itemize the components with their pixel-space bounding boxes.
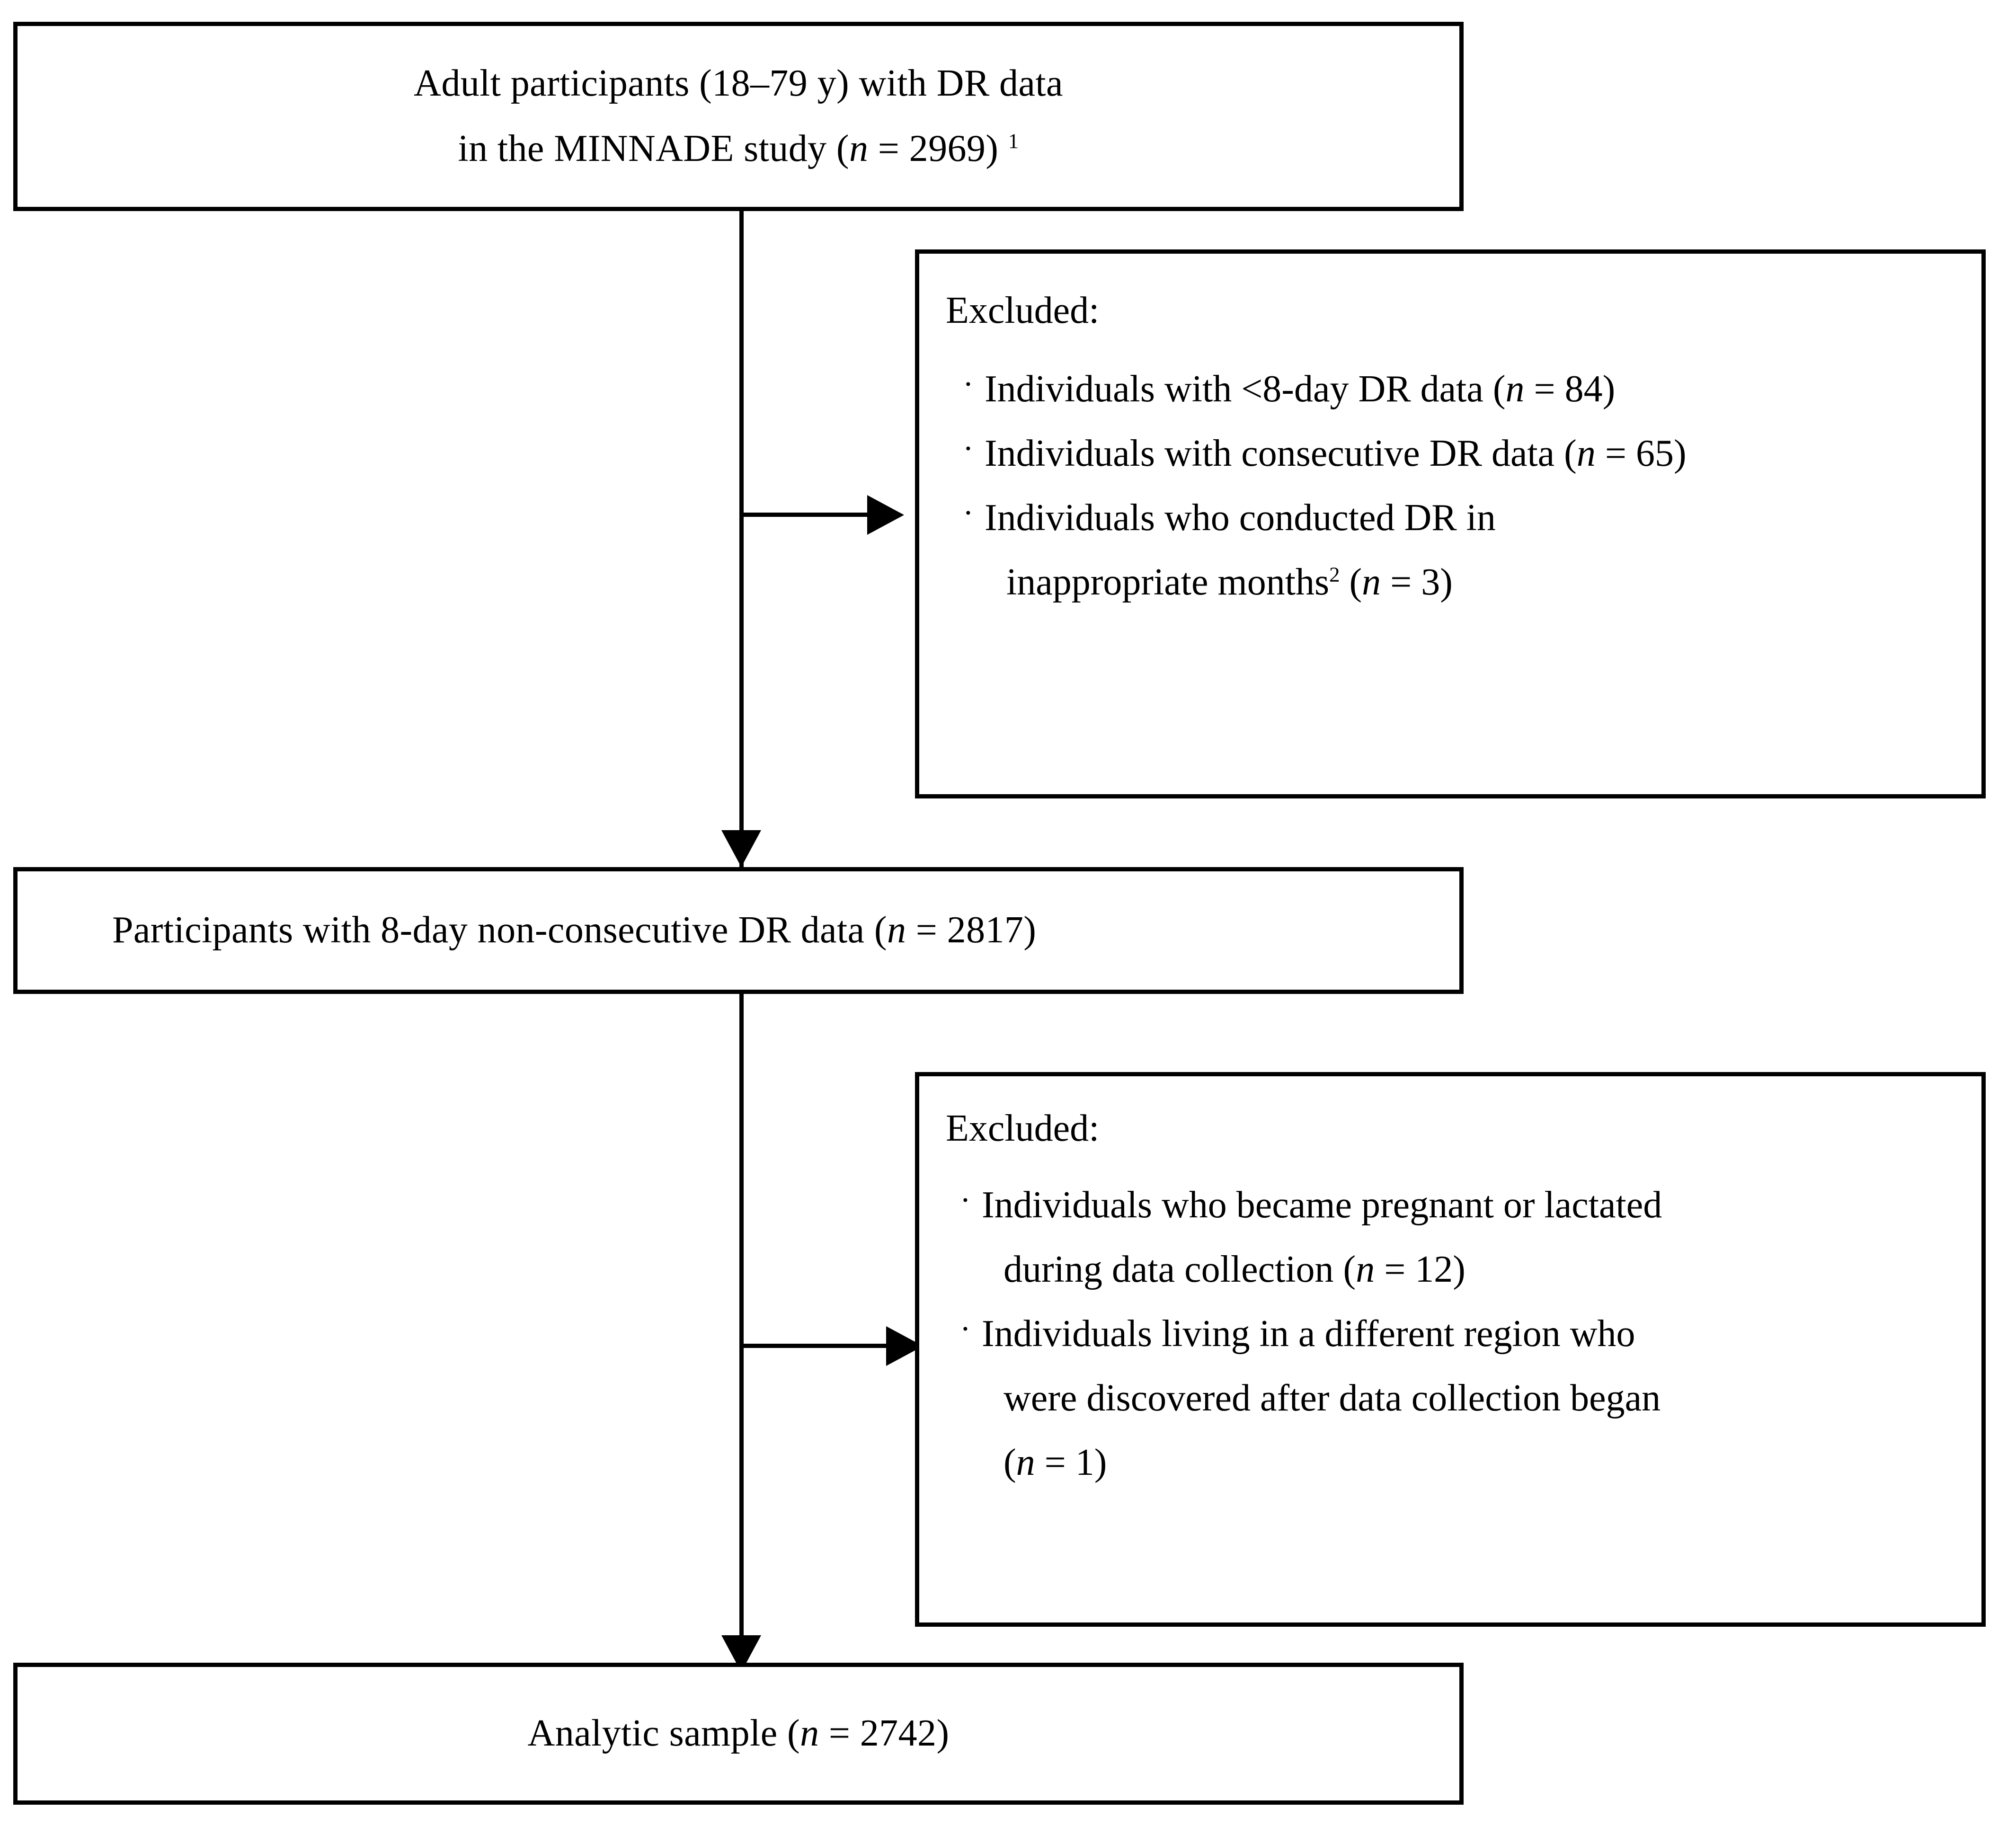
connector-vertical-main-upper — [739, 211, 744, 867]
connector-horizontal-to-excluded-2 — [739, 1344, 886, 1348]
bullet-dot-icon: · — [960, 1182, 971, 1218]
excluded-1-bullet-1-italic-n: n — [1505, 368, 1525, 410]
intermediate-italic-n: n — [887, 909, 906, 951]
excluded-2-bullet-list: · Individuals who became pregnant or lac… — [946, 1173, 1662, 1495]
excluded-1-bullet-2-suffix: = 65) — [1595, 433, 1687, 474]
excluded-2-b1-l2-italic-n: n — [1356, 1249, 1375, 1290]
excluded-1-cont-mid: ( — [1340, 561, 1362, 603]
excluded-1-bullet-1-prefix: Individuals with <8-day DR data ( — [985, 368, 1506, 410]
excluded-2-bullet-2-line-3: (n = 1) — [960, 1430, 1662, 1495]
intermediate-suffix: = 2817) — [906, 909, 1037, 951]
source-population-box: Adult participants (18–79 y) with DR dat… — [13, 22, 1464, 211]
excluded-box-2: Excluded: · Individuals who became pregn… — [915, 1072, 1986, 1627]
excluded-2-heading: Excluded: — [946, 1108, 1100, 1149]
intermediate-sample-box: Participants with 8-day non-consecutive … — [13, 867, 1464, 994]
source-footnote-marker: 1 — [1008, 129, 1019, 153]
excluded-1-bullet-3-prefix: Individuals who conducted DR in — [985, 497, 1496, 539]
excluded-2-bullet-2-line-2: were discovered after data collection be… — [1004, 1377, 1661, 1419]
excluded-2-b1-l2-prefix: during data collection ( — [1004, 1249, 1356, 1290]
analytic-sample-box: Analytic sample (n = 2742) — [13, 1663, 1464, 1805]
excluded-1-bullet-1-suffix: = 84) — [1524, 368, 1616, 410]
analytic-sample-text: Analytic sample (n = 2742) — [528, 1701, 950, 1766]
bullet-dot-icon: · — [960, 1311, 971, 1347]
list-item: · Individuals who became pregnant or lac… — [960, 1173, 1662, 1237]
analytic-italic-n: n — [800, 1712, 819, 1755]
list-item: · Individuals with consecutive DR data (… — [963, 421, 1687, 486]
excluded-1-bullet-list: · Individuals with <8-day DR data (n = 8… — [946, 357, 1687, 614]
excluded-2-b1-l2-suffix: = 12) — [1375, 1249, 1465, 1290]
source-line2-prefix: in the MINNADE study ( — [458, 128, 849, 169]
excluded-1-cont-suffix: = 3) — [1381, 561, 1453, 603]
excluded-1-bullet-1-text: Individuals with <8-day DR data (n = 84) — [985, 357, 1615, 421]
excluded-1-cont-italic-n: n — [1362, 561, 1381, 603]
source-population-line-2: in the MINNADE study (n = 2969) 1 — [458, 116, 1019, 182]
intermediate-sample-text: Participants with 8-day non-consecutive … — [112, 898, 1036, 963]
excluded-box-1: Excluded: · Individuals with <8-day DR d… — [915, 249, 1986, 798]
excluded-1-cont-footnote-marker: 2 — [1329, 562, 1340, 586]
list-item: · Individuals who conducted DR in — [963, 486, 1687, 550]
excluded-1-bullet-2-prefix: Individuals with consecutive DR data ( — [985, 433, 1577, 474]
connector-vertical-main-lower — [739, 994, 744, 1673]
connector-horizontal-to-excluded-1 — [739, 513, 867, 517]
arrowhead-down-intermediate — [721, 830, 761, 867]
bullet-dot-icon: · — [963, 430, 974, 466]
excluded-1-cont-prefix: inappropriate months — [1006, 561, 1330, 603]
excluded-1-bullet-2-italic-n: n — [1576, 433, 1596, 474]
analytic-suffix: = 2742) — [819, 1712, 950, 1755]
bullet-dot-icon: · — [963, 495, 974, 531]
intermediate-prefix: Participants with 8-day non-consecutive … — [112, 909, 887, 951]
source-population-line-1: Adult participants (18–79 y) with DR dat… — [414, 62, 1063, 105]
excluded-2-bullet-1-line-2: during data collection (n = 12) — [960, 1237, 1662, 1302]
bullet-dot-icon: · — [963, 366, 974, 402]
excluded-1-bullet-2-text: Individuals with consecutive DR data (n … — [985, 421, 1687, 486]
excluded-2-bullet-2-line-1: Individuals living in a different region… — [982, 1313, 1635, 1355]
excluded-1-bullet-3-continuation: inappropriate months2 (n = 3) — [963, 550, 1687, 614]
list-item: · Individuals with <8-day DR data (n = 8… — [963, 357, 1687, 421]
excluded-2-bullet-1-line-1: Individuals who became pregnant or lacta… — [982, 1184, 1662, 1226]
excluded-2-b2-l3-prefix: ( — [1004, 1442, 1016, 1483]
source-line2-suffix: = 2969) — [868, 128, 999, 169]
source-line2-italic-n: n — [849, 128, 869, 169]
excluded-1-bullet-3-text: Individuals who conducted DR in — [985, 486, 1496, 550]
excluded-2-b2-l3-suffix: = 1) — [1035, 1442, 1107, 1483]
list-item: · Individuals living in a different regi… — [960, 1302, 1662, 1366]
excluded-2-b2-l3-italic-n: n — [1016, 1442, 1035, 1483]
arrowhead-right-excluded-1 — [867, 495, 904, 535]
analytic-prefix: Analytic sample ( — [527, 1712, 800, 1755]
excluded-1-heading: Excluded: — [946, 290, 1100, 331]
